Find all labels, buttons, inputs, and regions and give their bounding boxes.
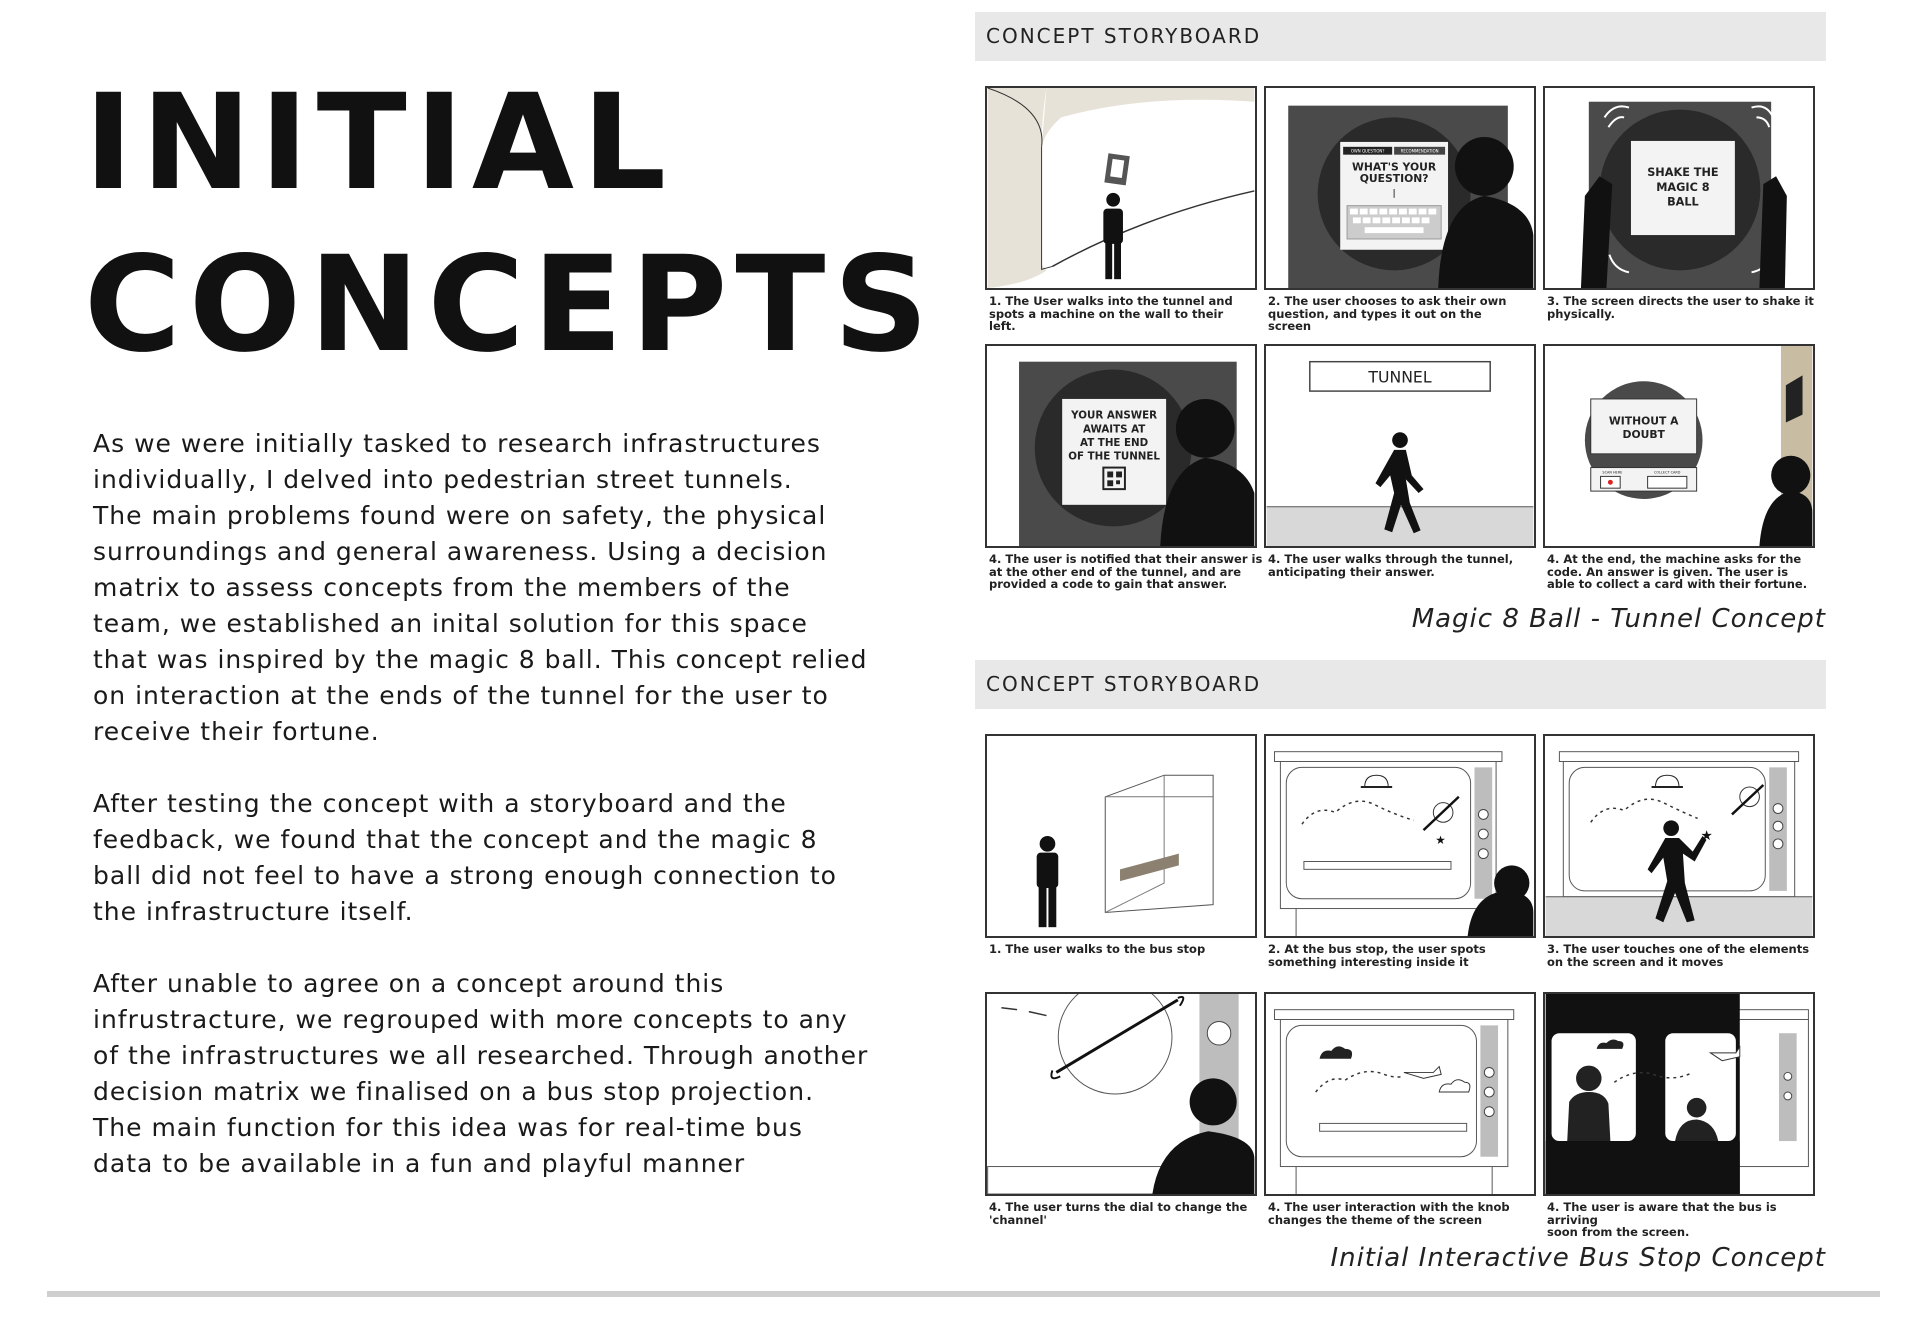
shake-line-2: MAGIC 8: [1656, 181, 1710, 194]
storyboard-panel-4: YOUR ANSWER AWAITS AT AT THE END OF THE …: [985, 344, 1257, 548]
bottom-divider: [47, 1291, 1880, 1297]
bus-panel-3: ★: [1543, 734, 1815, 938]
paragraph-1: As we were initially tasked to research …: [93, 429, 868, 746]
body-text: As we were initially tasked to research …: [93, 426, 883, 1218]
question-line-2: QUESTION?: [1360, 172, 1429, 185]
caption-2: 2. The user chooses to ask their own que…: [1268, 294, 1507, 333]
storyboard-panel-6: WITHOUT A DOUBT SCAN HERE COLLECT CARD: [1543, 344, 1815, 548]
bus-caption-3: 3. The user touches one of the elements …: [1547, 942, 1810, 969]
title-line-1: INITIAL: [84, 66, 675, 220]
answer-line-1: YOUR ANSWER: [1070, 410, 1157, 422]
paragraph-2: After testing the concept with a storybo…: [93, 789, 837, 926]
caption-3: 3. The screen directs the user to shake …: [1547, 294, 1814, 321]
answer-line-3: AT THE END: [1080, 437, 1148, 449]
bus-caption-6: 4. The user is aware that the bus is arr…: [1547, 1200, 1777, 1239]
title-line-2: CONCEPTS: [84, 228, 937, 382]
caption-5: 4. The user walks through the tunnel, an…: [1268, 552, 1514, 579]
answer-line-2: AWAITS AT: [1083, 423, 1145, 435]
bus-panel-4: [985, 992, 1257, 1196]
svg-text:★: ★: [1435, 833, 1446, 847]
bus-caption-1: 1. The user walks to the bus stop: [989, 942, 1206, 956]
storyboard-panel-5: TUNNEL: [1264, 344, 1536, 548]
shake-line-1: SHAKE THE: [1647, 166, 1718, 179]
bus-panel-5: [1264, 992, 1536, 1196]
tunnel-sign: TUNNEL: [1367, 367, 1431, 386]
scan-label: SCAN HERE: [1602, 470, 1622, 474]
doubt-line-2: DOUBT: [1623, 428, 1666, 441]
bus-panel-6: [1543, 992, 1815, 1196]
bus-panel-1: [985, 734, 1257, 938]
caption-4: 4. The user is notified that their answe…: [989, 552, 1263, 591]
shake-line-3: BALL: [1667, 196, 1699, 209]
caption-1: 1. The User walks into the tunnel and sp…: [989, 294, 1233, 333]
caption-6: 4. At the end, the machine asks for the …: [1547, 552, 1808, 591]
concept-label-1: Magic 8 Ball - Tunnel Concept: [1411, 604, 1826, 634]
storyboard-panel-2: OWN QUESTION? RECOMMENDATION WHAT'S YOUR…: [1264, 86, 1536, 290]
page-title: INITIAL CONCEPTS: [84, 62, 937, 386]
collect-label: COLLECT CARD: [1654, 470, 1681, 474]
panel-tab-left: OWN QUESTION?: [1351, 149, 1385, 154]
storyboard-panel-3: SHAKE THE MAGIC 8 BALL: [1543, 86, 1815, 290]
concept-label-2: Initial Interactive Bus Stop Concept: [1330, 1243, 1826, 1273]
question-line-1: WHAT'S YOUR: [1352, 160, 1437, 173]
storyboard-header-2: CONCEPT STORYBOARD: [975, 660, 1826, 709]
bus-panel-2: ★: [1264, 734, 1536, 938]
bus-caption-4: 4. The user turns the dial to change the…: [989, 1200, 1248, 1227]
storyboard-panel-1: [985, 86, 1257, 290]
storyboard-header-1: CONCEPT STORYBOARD: [975, 12, 1826, 61]
panel-tab-right: RECOMMENDATION: [1401, 149, 1439, 154]
bus-caption-2: 2. At the bus stop, the user spots somet…: [1268, 942, 1486, 969]
doubt-line-1: WITHOUT A: [1609, 414, 1679, 427]
answer-line-4: OF THE TUNNEL: [1068, 451, 1160, 463]
bus-caption-5: 4. The user interaction with the knob ch…: [1268, 1200, 1510, 1227]
paragraph-3: After unable to agree on a concept aroun…: [93, 969, 869, 1178]
